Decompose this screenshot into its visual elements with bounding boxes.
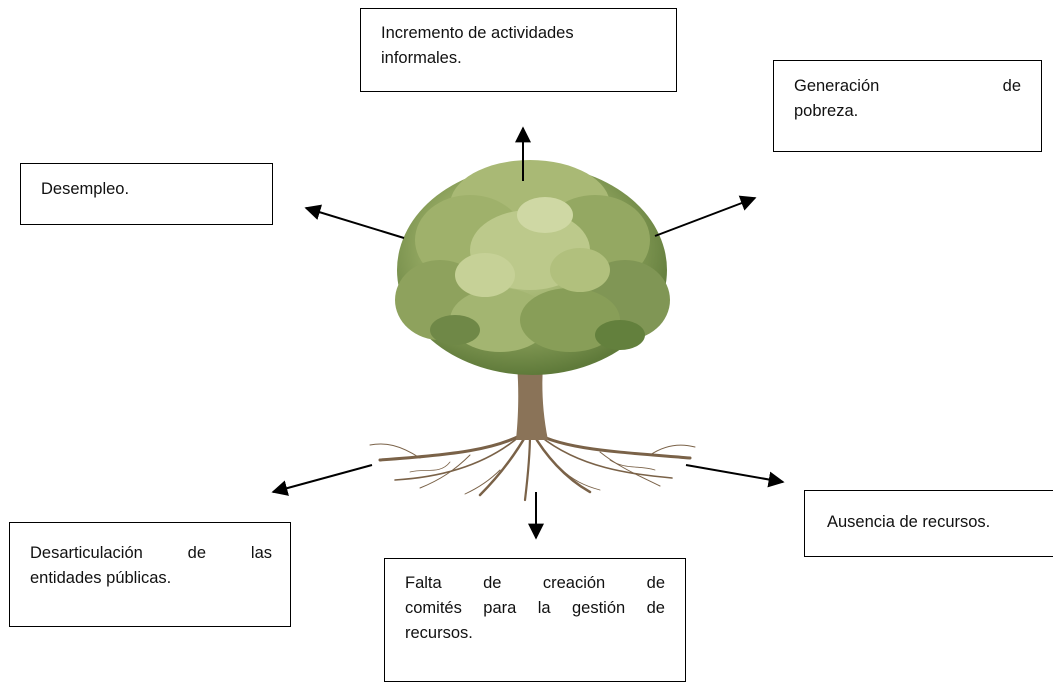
box-committees-line1: Falta de creación de [405, 574, 665, 592]
tree-roots [369, 428, 696, 502]
arrow-down-left [271, 464, 373, 496]
arrow-down-right [685, 464, 785, 488]
box-poverty-line1: Generación de [794, 77, 1021, 95]
box-lack-resources-text: Ausencia de recursos. [827, 513, 991, 531]
box-public-entities-line1: Desarticulación de las [30, 544, 272, 562]
box-informal-activities: Incremento de actividades informales. [360, 8, 677, 92]
box-public-entities: Desarticulación de las entidades pública… [9, 522, 291, 627]
box-committees-line2: comités para la gestión de [405, 599, 665, 617]
arrow-up-left [304, 204, 405, 239]
tree-illustration [369, 160, 696, 502]
box-committees: Falta de creación de comités para la ges… [384, 558, 686, 682]
box-informal-activities-text: Incremento de actividades informales. [381, 24, 574, 67]
box-committees-line3: recursos. [405, 624, 473, 642]
box-poverty-line2: pobreza. [794, 102, 859, 120]
box-lack-resources: Ausencia de recursos. [804, 490, 1053, 557]
box-unemployment: Desempleo. [20, 163, 273, 225]
box-unemployment-text: Desempleo. [41, 180, 130, 198]
tree-canopy [395, 160, 670, 375]
arrow-up-right [654, 195, 757, 237]
box-public-entities-line2: entidades públicas. [30, 569, 172, 587]
box-poverty: Generación de pobreza. [773, 60, 1042, 152]
